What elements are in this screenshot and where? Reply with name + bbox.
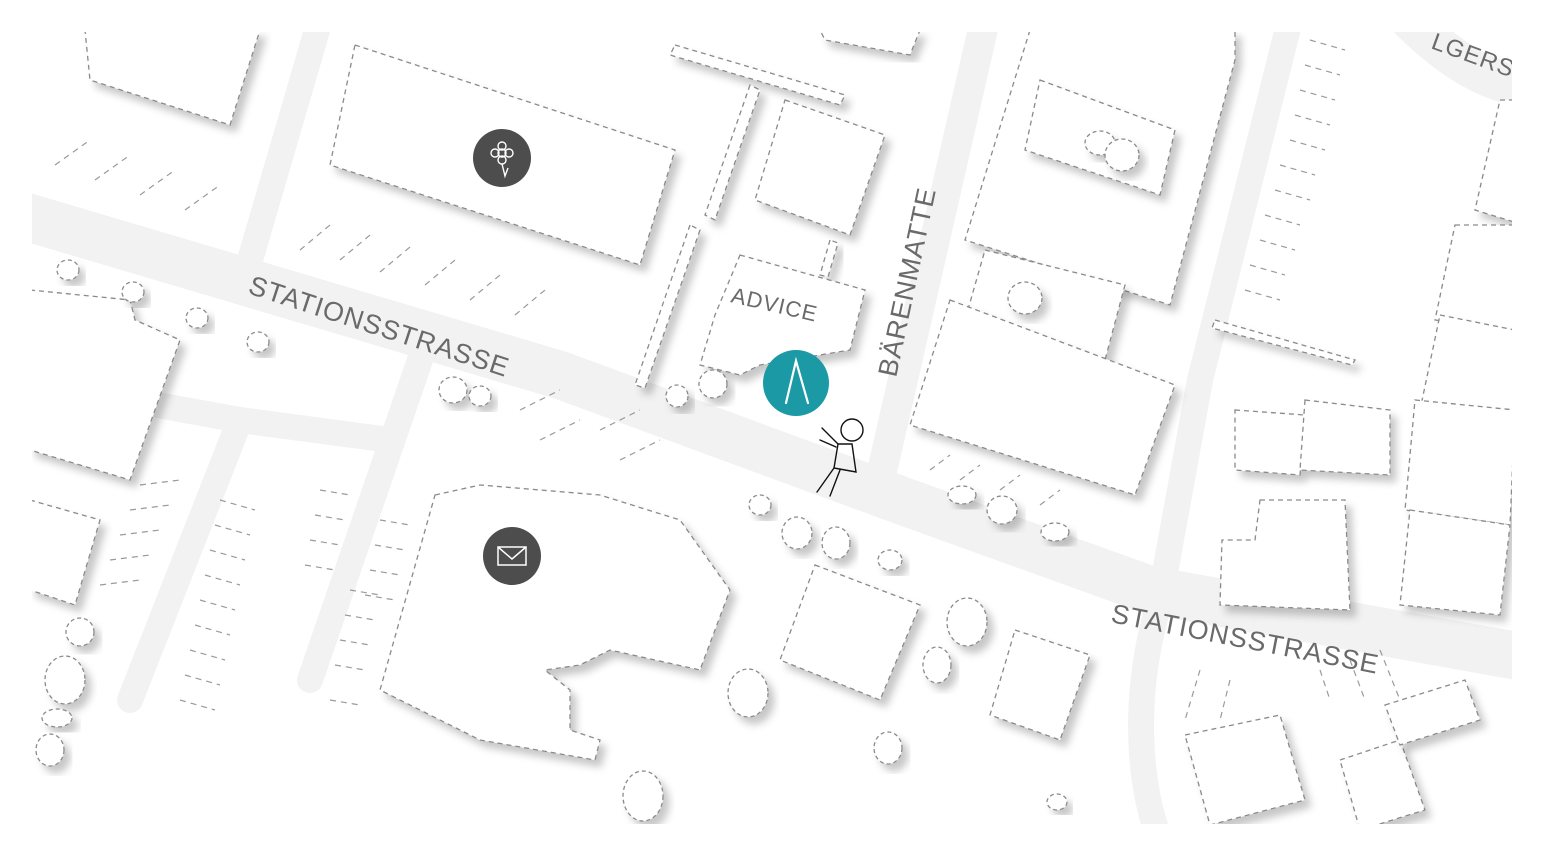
road-stationsstrasse: [32, 193, 1512, 680]
florist-marker[interactable]: [473, 129, 531, 187]
advice-building: [699, 254, 866, 376]
advice-marker[interactable]: [763, 350, 829, 416]
road-southwest-branch: [117, 407, 253, 713]
trees: [35, 130, 1140, 822]
road-northeast-curve: [1394, 32, 1512, 106]
road-network: [32, 32, 1512, 824]
road-south-left: [297, 347, 433, 693]
road-east-curve: [1128, 587, 1173, 824]
envelope-icon: [497, 546, 527, 566]
post-marker[interactable]: [483, 527, 541, 585]
road-north-left: [237, 32, 331, 273]
walking-person-icon: [816, 418, 864, 497]
advice-logo-icon: [784, 356, 810, 405]
road-east-vertical: [1147, 32, 1301, 613]
buildings: [32, 32, 1512, 824]
parking-marks: [54, 39, 1401, 721]
flower-icon: [490, 141, 514, 179]
road-baerenmatte: [865, 32, 998, 495]
